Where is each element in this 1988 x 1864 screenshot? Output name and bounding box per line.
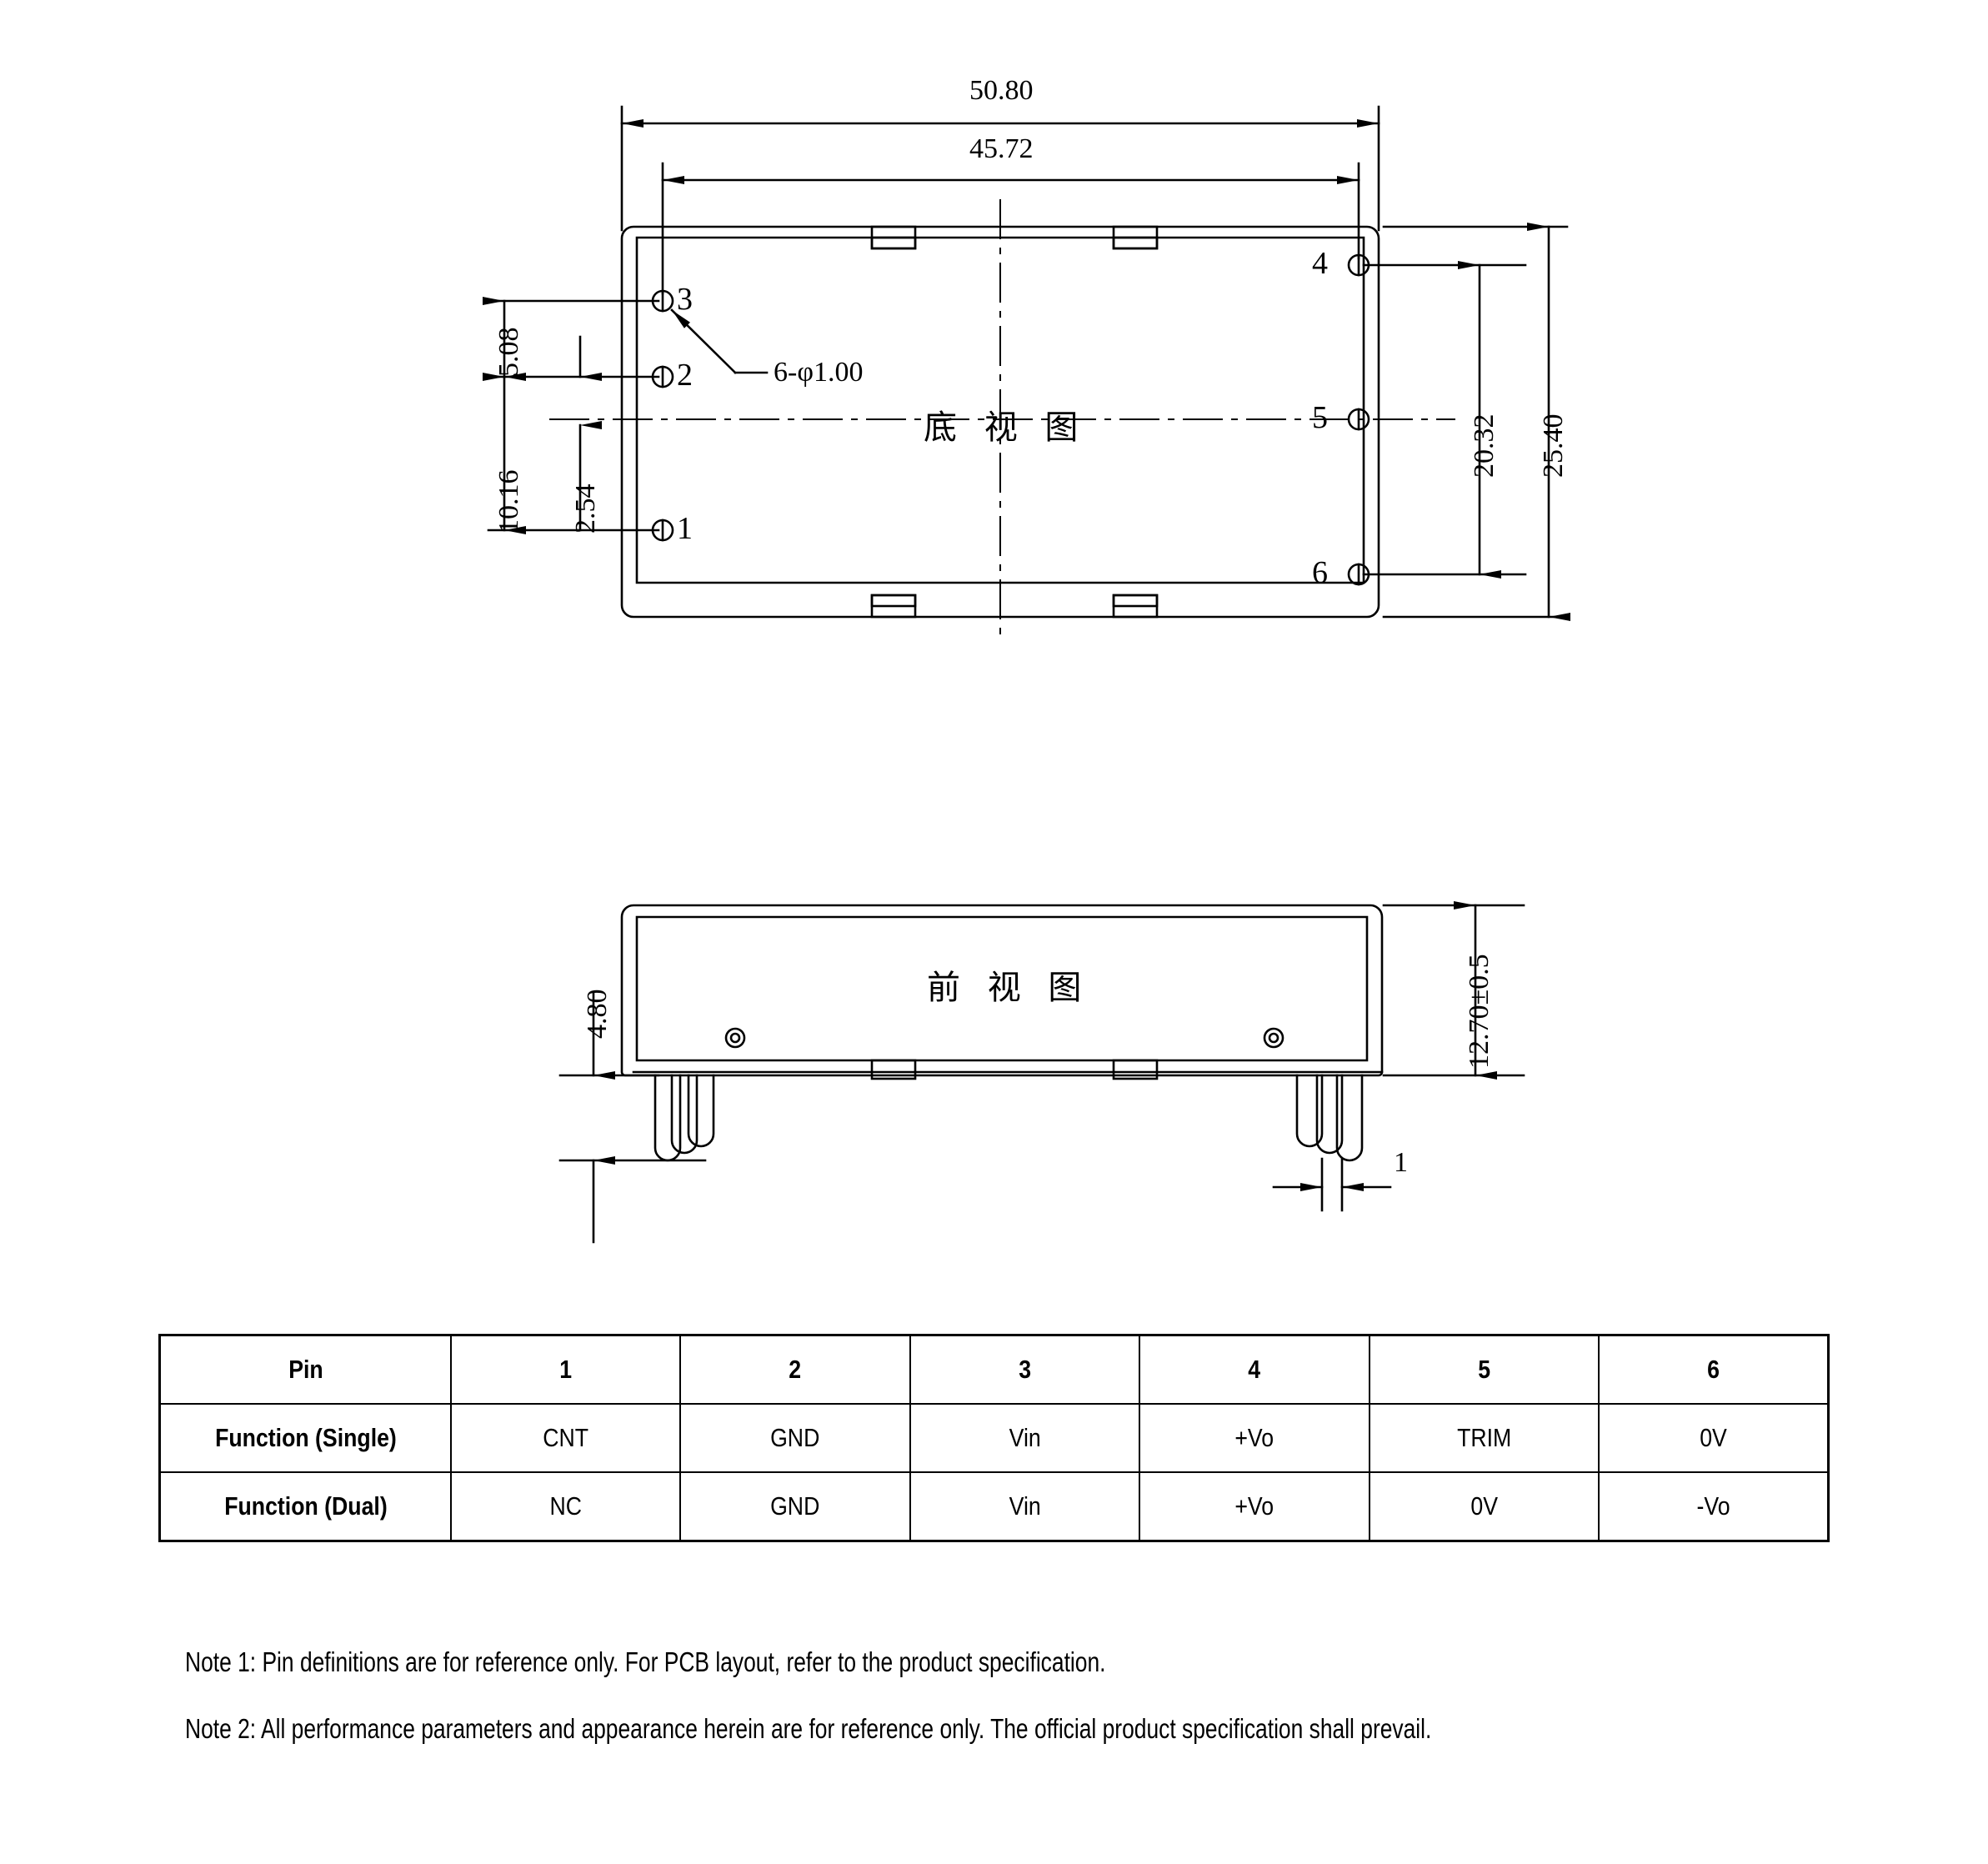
centerlines	[549, 199, 1455, 641]
cell-dual-5: 0V	[1385, 1471, 1584, 1542]
cell-single-4: +Vo	[1154, 1403, 1355, 1473]
dim-label-2-54: 2.54	[570, 484, 601, 534]
table-header-pin: Pin	[179, 1334, 432, 1405]
dim-label-20-32: 20.32	[1469, 413, 1500, 479]
dim-label-pin-width: 1	[1394, 1147, 1408, 1178]
dim-4-80	[558, 990, 707, 1244]
cell-single-6: 0V	[1614, 1403, 1814, 1473]
pin-number-1: 1	[677, 511, 693, 546]
front-view-label: 前 视 图	[927, 969, 1090, 1007]
table-header-pin-5: 5	[1385, 1334, 1584, 1405]
cell-single-3: Vin	[925, 1403, 1124, 1473]
table-header-pin-6: 6	[1614, 1334, 1814, 1405]
dim-label-pin-span-width: 45.72	[969, 133, 1034, 164]
dim-label-overall-width: 50.80	[969, 75, 1034, 106]
front-view-notches	[870, 1059, 1159, 1080]
bottom-view-label: 底 视 图	[924, 408, 1087, 447]
front-view-outline	[620, 904, 1384, 1077]
cell-single-2: GND	[695, 1403, 895, 1473]
front-view-screws	[724, 1027, 1284, 1049]
pin-number-2: 2	[677, 358, 693, 393]
table-row: Function (Dual) NC GND Vin +Vo 0V -Vo	[160, 1471, 1829, 1542]
dim-label-25-40: 25.40	[1538, 413, 1569, 479]
dim-overall-width	[620, 105, 1380, 232]
front-view-pins-left	[653, 1074, 715, 1162]
pin-number-3: 3	[677, 282, 693, 317]
pin-function-table: Pin 1 2 3 4 5 6 Function (Single) CNT GN…	[158, 1334, 1830, 1542]
cell-dual-1: NC	[466, 1471, 665, 1542]
dim-label-10-16: 10.16	[493, 469, 524, 534]
cell-dual-3: Vin	[925, 1471, 1124, 1542]
pin-markers-left	[651, 289, 674, 542]
dim-pin-span-width	[661, 162, 1360, 295]
cell-single-5: TRIM	[1385, 1403, 1584, 1473]
table-header-pin-1: 1	[466, 1334, 665, 1405]
pin-number-5: 5	[1312, 400, 1328, 435]
dim-pin-width-1	[1272, 1157, 1392, 1212]
cell-dual-4: +Vo	[1154, 1471, 1355, 1542]
table-row: Function (Single) CNT GND Vin +Vo TRIM 0…	[160, 1403, 1829, 1473]
dim-label-4-80: 4.80	[582, 989, 613, 1040]
dim-label-12-70: 12.70±0.5	[1464, 954, 1495, 1069]
table-row: Pin 1 2 3 4 5 6	[160, 1334, 1829, 1405]
note-1: Note 1: Pin definitions are for referenc…	[185, 1646, 1106, 1677]
row-header-function-dual: Function (Dual)	[179, 1471, 432, 1542]
pin-number-4: 4	[1312, 246, 1328, 281]
pin-markers-right	[1347, 253, 1370, 586]
note-2: Note 2: All performance parameters and a…	[185, 1713, 1432, 1744]
hole-callout-label: 6-φ1.00	[774, 357, 864, 388]
table-header-pin-4: 4	[1154, 1334, 1355, 1405]
front-view-pins-right	[1295, 1074, 1364, 1162]
row-header-function-single: Function (Single)	[179, 1403, 432, 1473]
cell-dual-6: -Vo	[1614, 1471, 1814, 1542]
pin-number-6: 6	[1312, 555, 1328, 590]
hole-callout-leader	[670, 308, 769, 374]
case-notch-tabs	[870, 225, 1159, 619]
cell-dual-2: GND	[695, 1471, 895, 1542]
dim-12-70	[1382, 901, 1525, 1080]
table-header-pin-2: 2	[695, 1334, 895, 1405]
cell-single-1: CNT	[466, 1403, 665, 1473]
table-header-pin-3: 3	[925, 1334, 1124, 1405]
dim-right-witness	[1362, 225, 1569, 619]
dim-label-5-08: 5.08	[493, 327, 524, 378]
